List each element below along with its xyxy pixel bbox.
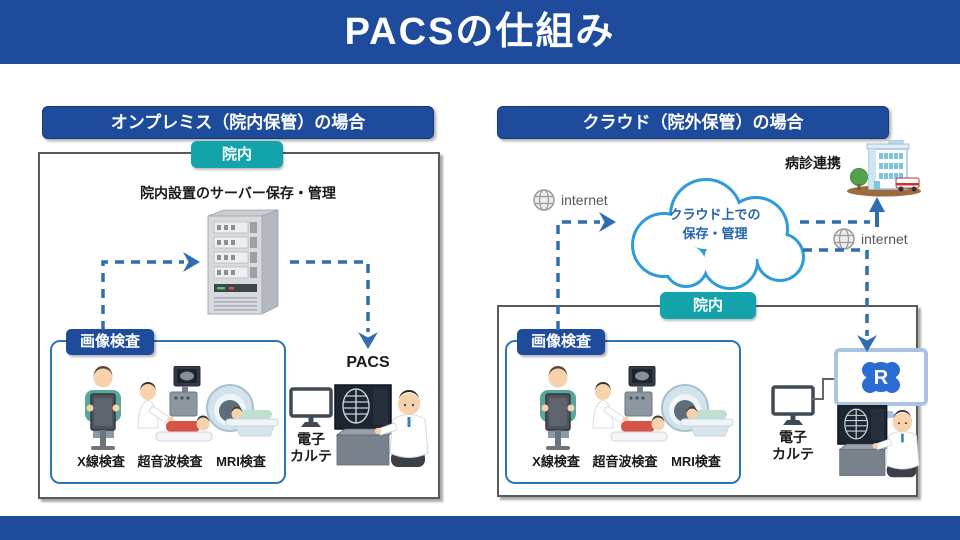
onpremise-panel-header: オンプレミス（院内保管）の場合 <box>42 106 434 139</box>
vendor-logo: R <box>862 362 900 393</box>
arrowhead-right-icon <box>599 212 616 232</box>
internet-label-right: internet <box>861 231 908 247</box>
mri-exam-illustration <box>206 384 279 437</box>
imaging-exams-label-left: 画像検査 <box>66 329 154 355</box>
mri-exam-illustration <box>661 384 734 437</box>
globe-internet-icon <box>833 228 855 250</box>
referral-label: 病診連携 <box>785 155 841 171</box>
zone-badge-innai-left: 院内 <box>191 141 283 168</box>
imaging-exams-label-right: 画像検査 <box>517 329 605 355</box>
server-tower-illustration <box>207 209 279 315</box>
cloud-panel-header: クラウド（院外保管）の場合 <box>497 106 889 139</box>
exam-label-ultrasound-left: 超音波検査 <box>137 454 203 469</box>
hospital-building-illustration <box>847 140 921 197</box>
globe-internet-icon <box>533 189 555 211</box>
zone-badge-innai-right: 院内 <box>660 292 756 319</box>
exam-label-ultrasound-right: 超音波検査 <box>592 454 658 469</box>
emr-label-right-line1: 電子 <box>779 429 807 445</box>
cloud-storage-text-line1: クラウド上での <box>669 207 761 222</box>
cloud-icon <box>631 178 805 290</box>
emr-monitor-icon <box>289 387 333 427</box>
bottom-bar <box>0 516 960 540</box>
arrowhead-up-icon <box>869 197 885 212</box>
exam-label-mri-left: MRI検査 <box>216 454 266 469</box>
exam-label-xray-left: X線検査 <box>77 454 125 469</box>
pacs-viewer-doctor-illustration <box>334 384 429 467</box>
cloud-storage-text-line2: 保存・管理 <box>682 226 748 241</box>
xray-exam-illustration <box>540 366 576 450</box>
emr-label-left: 電子 カルテ <box>286 431 336 465</box>
pacs-viewer-doctor-illustration <box>837 405 920 478</box>
svg-text:R: R <box>874 367 889 389</box>
emr-label-left-line1: 電子 <box>297 431 325 447</box>
xray-exam-illustration <box>85 366 121 450</box>
internet-label-left: internet <box>561 192 608 208</box>
server-caption: 院内設置のサーバー保存・管理 <box>140 185 336 201</box>
exam-label-mri-right: MRI検査 <box>671 454 721 469</box>
pacs-label: PACS <box>346 354 390 371</box>
ultrasound-exam-illustration <box>137 366 213 442</box>
exam-label-xray-right: X線検査 <box>532 454 580 469</box>
emr-monitor-icon <box>771 385 815 425</box>
emr-label-right: 電子 カルテ <box>768 429 818 463</box>
emr-label-left-line2: カルテ <box>290 448 332 464</box>
page-title: PACSの仕組み <box>344 11 616 53</box>
cloud-storage-text: クラウド上での 保存・管理 <box>630 204 800 242</box>
emr-label-right-line2: カルテ <box>772 446 814 462</box>
title-bar: PACSの仕組み <box>0 0 960 64</box>
ultrasound-exam-illustration <box>592 366 668 442</box>
